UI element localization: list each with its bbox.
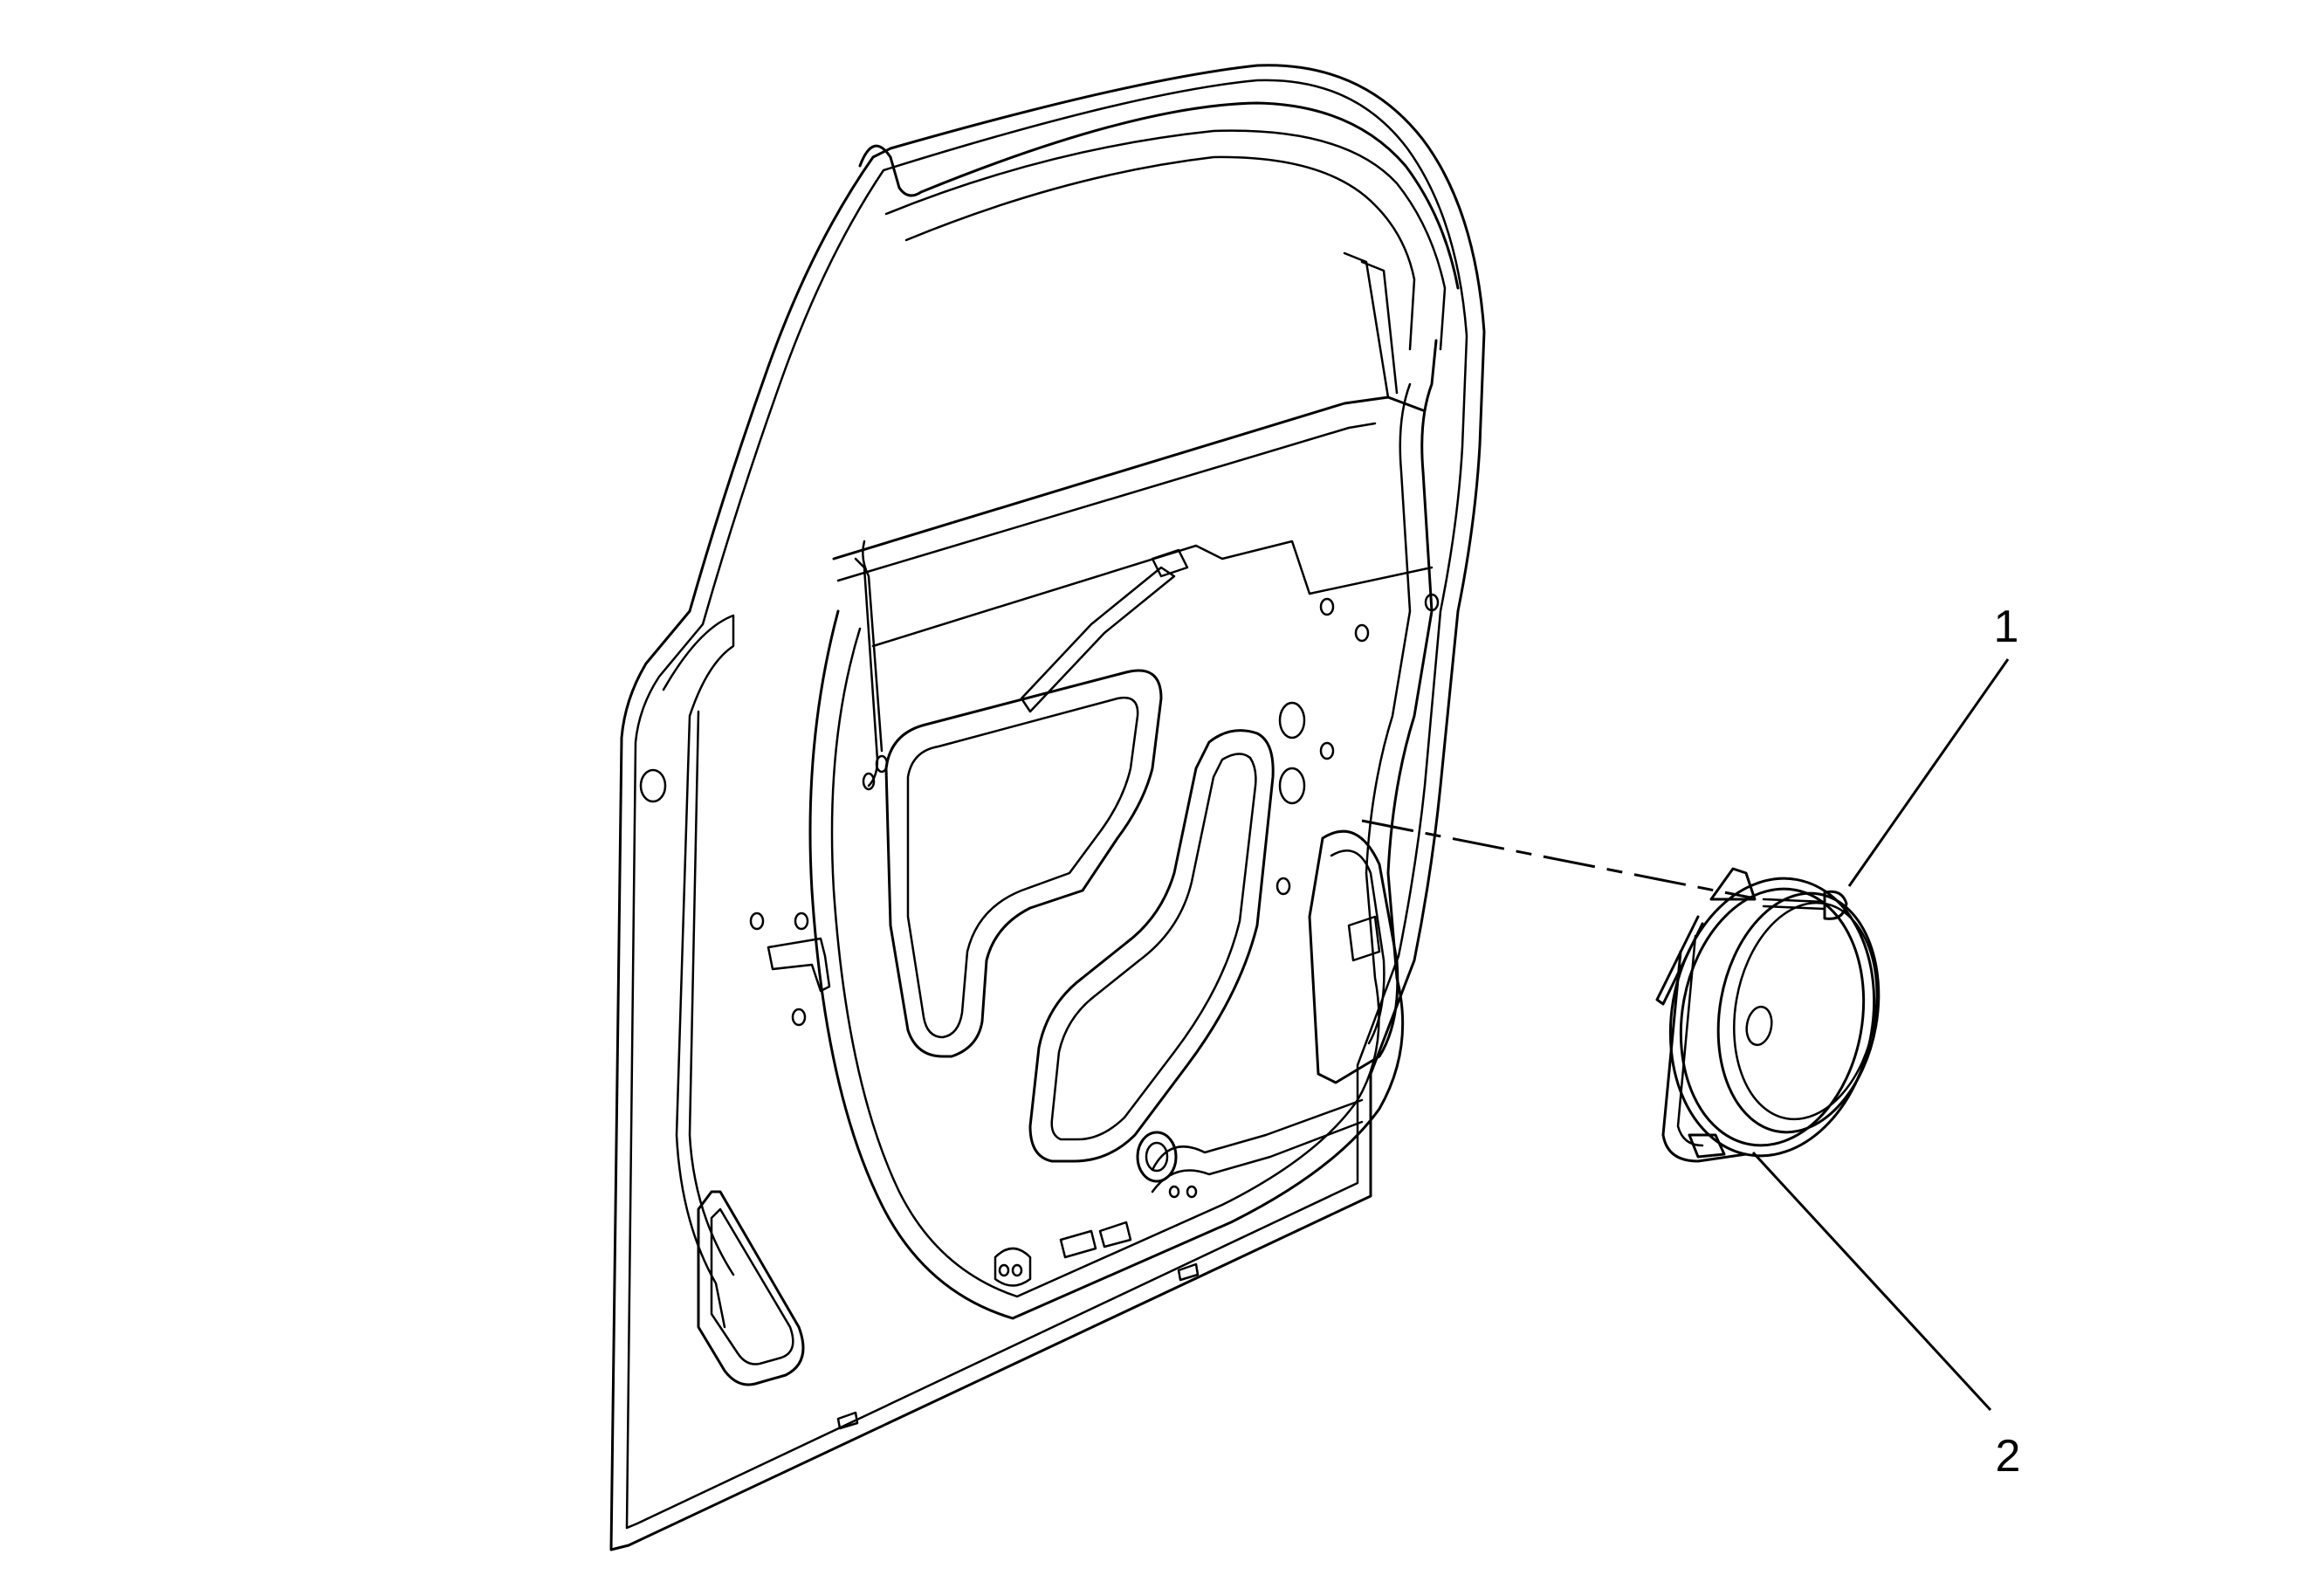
- callout-1-label: 1: [1994, 602, 2019, 652]
- fastener: [1762, 890, 1848, 920]
- install-centerline: [1361, 819, 1751, 899]
- callout-2-leader: [1751, 1151, 1992, 1412]
- callout-2-label: 2: [1996, 1431, 2021, 1482]
- speaker: [1655, 867, 1881, 1163]
- door-inner-panel: [609, 64, 1486, 1551]
- callout-2: 2: [1751, 1151, 2021, 1482]
- callout-1-leader: [1847, 658, 2010, 887]
- callout-1: 1: [1847, 602, 2019, 887]
